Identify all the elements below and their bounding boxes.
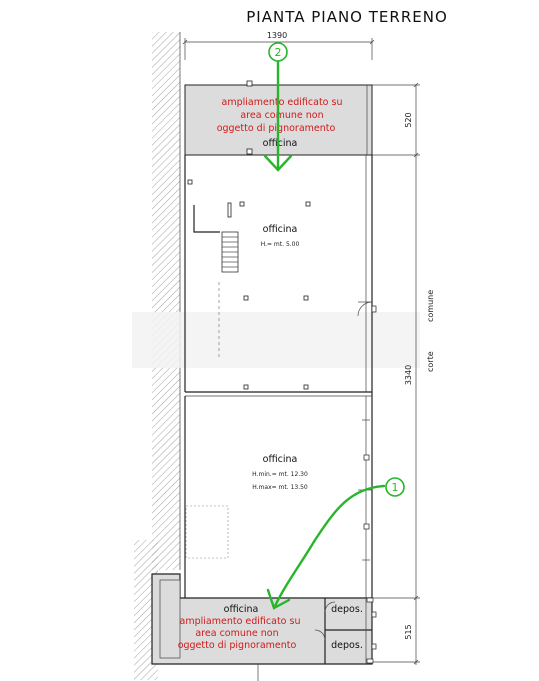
dimension-upper-depth: 520 bbox=[404, 112, 413, 127]
upper-note-line1: ampliamento edificato su bbox=[222, 97, 343, 108]
depos-room-1: depos. bbox=[331, 604, 363, 615]
plan-title: PIANTA PIANO TERRENO bbox=[246, 8, 448, 26]
lower-note-line3: oggetto di pignoramento bbox=[178, 640, 297, 651]
marker-1-label: 1 bbox=[392, 481, 399, 494]
side-label-corte: corte bbox=[426, 351, 435, 372]
lower-note-line2: area comune non bbox=[195, 628, 278, 639]
room1-height: H.= mt. 5.00 bbox=[261, 241, 300, 248]
side-label-comune: comune bbox=[426, 290, 435, 322]
upper-workshop-walls bbox=[184, 155, 377, 598]
dimension-lower-depth: 515 bbox=[404, 624, 413, 639]
marker-2-label: 2 bbox=[275, 46, 282, 59]
depos-room-2: depos. bbox=[331, 640, 363, 651]
lower-extension-room: officina bbox=[224, 604, 259, 615]
room2-height-max: H.max= mt. 13.50 bbox=[252, 484, 308, 491]
lower-workshop-walls bbox=[184, 396, 372, 598]
upper-extension-room: officina bbox=[263, 138, 298, 149]
upper-note-line3: oggetto di pignoramento bbox=[217, 123, 336, 134]
dimension-middle-depth: 3340 bbox=[404, 365, 413, 385]
right-dimension: 520 3340 515 bbox=[372, 82, 420, 665]
top-dimension: 1390 bbox=[182, 31, 375, 60]
room1-name: officina bbox=[263, 224, 298, 235]
dimension-top-width: 1390 bbox=[267, 31, 287, 40]
room2-height-min: H.min.= mt. 12.30 bbox=[252, 471, 308, 478]
view-arrow-2 bbox=[263, 42, 293, 172]
lower-extension bbox=[151, 573, 377, 681]
room2-name: officina bbox=[263, 454, 298, 465]
view-arrow-1 bbox=[266, 477, 405, 610]
upper-note-line2: area comune non bbox=[240, 110, 323, 121]
lower-note-line1: ampliamento edificato su bbox=[180, 616, 301, 627]
blurred-band bbox=[132, 312, 420, 368]
